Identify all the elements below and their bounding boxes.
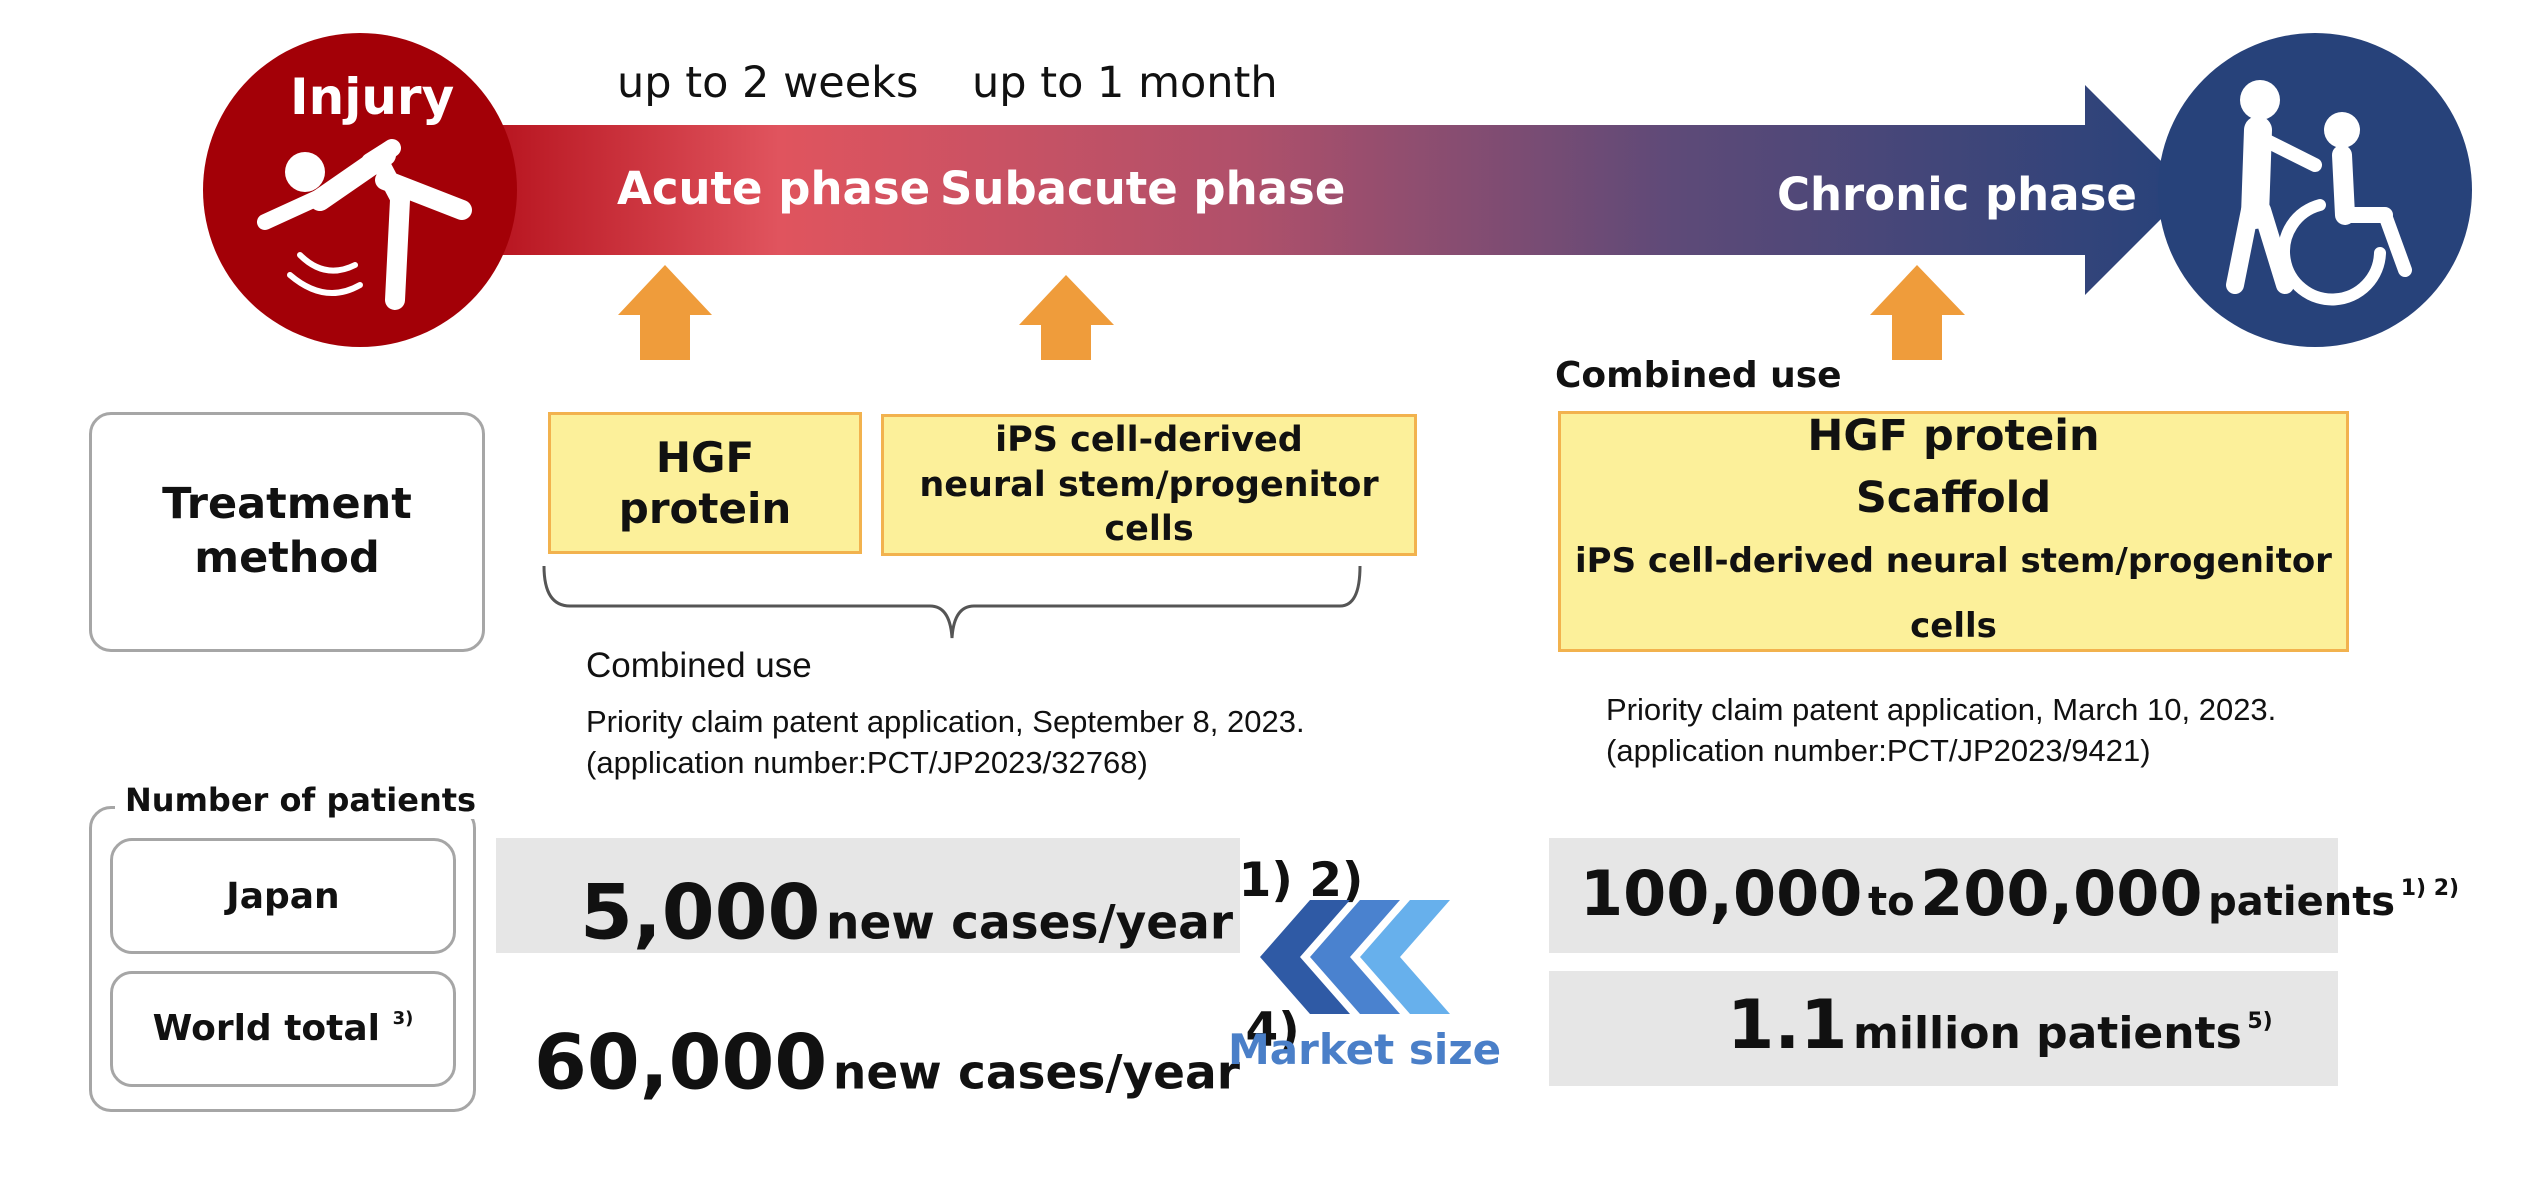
japan-acute-band bbox=[496, 838, 1240, 953]
ips-line1: iPS cell-derived bbox=[995, 419, 1303, 460]
world-chronic-value: 1.1 million patients 5) bbox=[1727, 986, 2273, 1065]
japan-label-box: Japan bbox=[110, 838, 456, 954]
combined-use-left: Combined use bbox=[586, 646, 812, 685]
japan-label: Japan bbox=[226, 875, 340, 917]
chronic-treatment-box: HGF protein Scaffold iPS cell-derived ne… bbox=[1558, 411, 2349, 652]
patent-right-line1: Priority claim patent application, March… bbox=[1606, 692, 2277, 727]
up-arrow-chronic bbox=[1870, 265, 1965, 360]
up-arrow-acute bbox=[618, 265, 712, 360]
market-size-label: Market size bbox=[1228, 1025, 1502, 1074]
world-label: World total bbox=[152, 1008, 381, 1050]
japan-acute-ref: 1) 2) bbox=[1238, 853, 1364, 908]
world-chronic-num: 1.1 bbox=[1727, 986, 1848, 1065]
world-label-box: World total 3) bbox=[110, 971, 456, 1087]
japan-chronic-value: 100,000 to 200,000 patients 1) 2) bbox=[1580, 857, 2459, 930]
combined-use-brace bbox=[542, 565, 1362, 639]
patent-right: Priority claim patent application, March… bbox=[1606, 690, 2276, 772]
treatment-title-line1: Treatment bbox=[162, 479, 412, 530]
world-chronic-unit: million patients bbox=[1853, 1008, 2242, 1059]
ips-line2: neural stem/progenitor cells bbox=[919, 464, 1379, 550]
japan-chronic-num1: 100,000 bbox=[1580, 857, 1863, 930]
japan-chronic-to: to bbox=[1867, 879, 1915, 925]
treatment-title-line2: method bbox=[194, 533, 380, 583]
treatment-method-box: Treatment method bbox=[89, 412, 485, 652]
chronic-line3: iPS cell-derived neural stem/progenitor … bbox=[1575, 541, 2332, 646]
world-acute-unit: new cases/year bbox=[832, 1045, 1240, 1101]
patent-left-line1: Priority claim patent application, Septe… bbox=[586, 704, 1305, 739]
caregiver-wheelchair-icon bbox=[2226, 80, 2412, 306]
hgf-line2: protein bbox=[618, 484, 792, 533]
hgf-line1: HGF bbox=[655, 432, 755, 482]
hgf-protein-box: HGF protein bbox=[548, 412, 862, 554]
patent-left: Priority claim patent application, Septe… bbox=[586, 702, 1305, 784]
chronic-phase-label: Chronic phase bbox=[1777, 168, 2137, 221]
subacute-phase-label: Subacute phase bbox=[940, 162, 1346, 215]
up-arrow-subacute bbox=[1019, 275, 1114, 360]
injury-circle bbox=[203, 33, 517, 347]
combined-use-right: Combined use bbox=[1555, 355, 1842, 396]
patients-group-title: Number of patients bbox=[115, 781, 487, 819]
acute-phase-label: Acute phase bbox=[617, 162, 931, 215]
japan-chronic-unit: patients bbox=[2208, 879, 2396, 925]
chronic-line2: Scaffold bbox=[1855, 472, 2052, 523]
world-acute-value: 60,000 new cases/year 4) bbox=[534, 1003, 1300, 1106]
world-acute-num: 60,000 bbox=[534, 1017, 828, 1107]
falling-person-icon bbox=[257, 139, 472, 310]
japan-chronic-band bbox=[1549, 838, 2338, 953]
japan-acute-num: 5,000 bbox=[580, 867, 821, 957]
japan-acute-value: 5,000 new cases/year 1) 2) bbox=[580, 853, 1363, 956]
phase-arrow-body bbox=[470, 85, 2190, 295]
ips-cells-box: iPS cell-derived neural stem/progenitor … bbox=[881, 414, 1417, 556]
japan-chronic-num2: 200,000 bbox=[1920, 857, 2203, 930]
chronic-line1: HGF protein bbox=[1807, 410, 2100, 461]
world-chronic-ref: 5) bbox=[2247, 1009, 2273, 1035]
injury-label: Injury bbox=[290, 68, 455, 126]
timeline-arrow bbox=[203, 33, 2472, 360]
patent-right-line2: (application number:PCT/JP2023/9421) bbox=[1606, 732, 2151, 768]
acute-time-label: up to 2 weeks bbox=[617, 58, 919, 108]
world-chronic-band bbox=[1549, 971, 2338, 1086]
world-acute-ref: 4) bbox=[1245, 1003, 1300, 1058]
subacute-time-label: up to 1 month bbox=[972, 58, 1278, 108]
japan-chronic-ref: 1) 2) bbox=[2400, 876, 2460, 902]
patent-left-line2: (application number:PCT/JP2023/32768) bbox=[586, 744, 1148, 780]
world-label-ref: 3) bbox=[392, 1008, 414, 1030]
japan-acute-unit: new cases/year bbox=[825, 895, 1234, 951]
market-size-chevrons-icon bbox=[1260, 900, 1450, 1014]
